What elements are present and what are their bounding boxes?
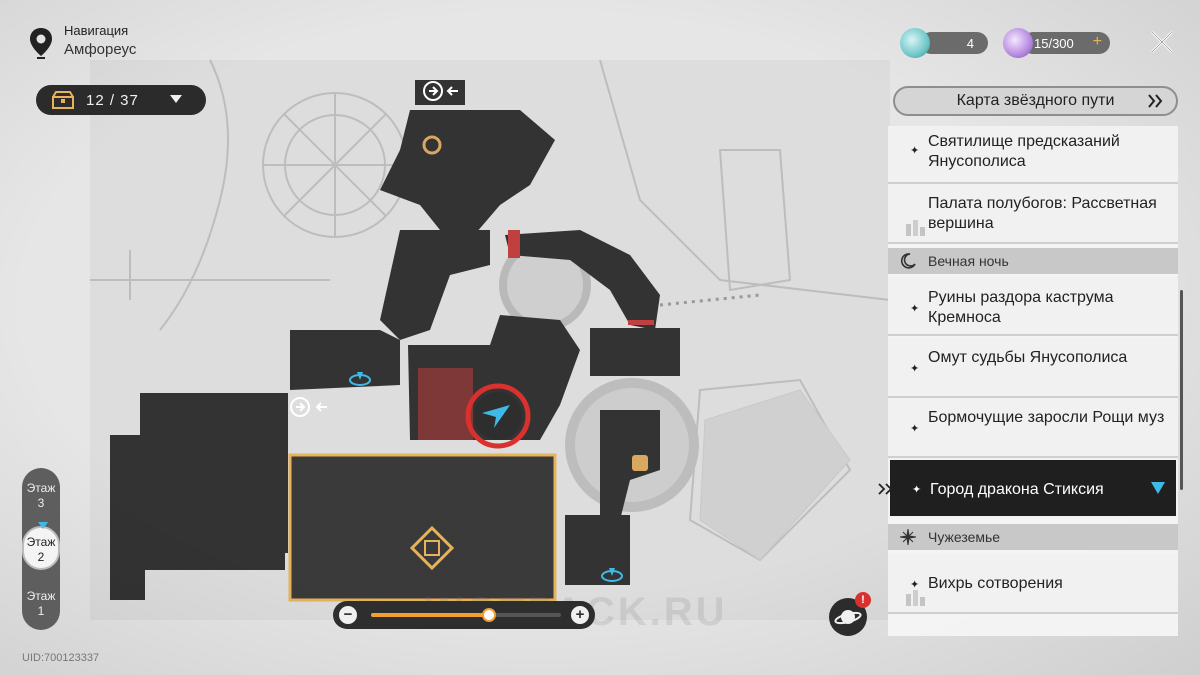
stamina-resource-pill[interactable]: 15/300 + bbox=[1022, 32, 1110, 54]
location-label: Вихрь сотворения bbox=[928, 575, 1063, 592]
section-header-eternal-night: Вечная ночь bbox=[888, 248, 1178, 274]
space-anchor-icon bbox=[601, 568, 623, 582]
notification-badge-icon: ! bbox=[855, 592, 871, 608]
zoom-slider-handle[interactable] bbox=[481, 608, 496, 622]
location-pin-icon bbox=[30, 28, 52, 59]
floor-label: Этаж 2 bbox=[26, 535, 56, 564]
planet-icon bbox=[834, 610, 862, 625]
double-chevron-right-icon bbox=[1148, 94, 1163, 108]
location-label: Палата полубогов: Рассветная вершина bbox=[928, 195, 1157, 232]
location-label: Омут судьбы Янусополиса bbox=[928, 349, 1128, 366]
location-item[interactable]: Палата полубогов: Рассветная вершина bbox=[888, 184, 1178, 244]
location-list: ✦ Святилище предсказаний Янусополиса Пал… bbox=[888, 126, 1178, 636]
add-stamina-icon[interactable]: + bbox=[1092, 33, 1102, 50]
floor-label: Этаж 1 bbox=[26, 589, 56, 618]
floor-selector: Этаж 3 Этаж 2 Этаж 1 bbox=[22, 468, 60, 630]
starburst-icon bbox=[900, 529, 916, 545]
current-floor-marker-icon bbox=[38, 522, 48, 529]
player-location-arrow-icon bbox=[1151, 482, 1165, 494]
section-header-foreign-land: Чужеземье bbox=[888, 524, 1178, 550]
floor-label: Этаж 3 bbox=[26, 481, 56, 510]
treasure-chest-icon bbox=[52, 91, 74, 109]
crescent-moon-icon bbox=[900, 253, 916, 269]
exit-arrow-icon bbox=[290, 397, 327, 417]
treasure-counter-dropdown[interactable]: 12 / 37 bbox=[36, 85, 206, 115]
selected-indicator-icon bbox=[878, 483, 893, 495]
location-list-scrollbar[interactable] bbox=[1180, 290, 1183, 490]
zoom-slider-fill bbox=[371, 613, 489, 617]
zoom-in-button[interactable]: + bbox=[571, 606, 589, 624]
section-header-label: Чужеземье bbox=[928, 529, 1001, 545]
location-item-selected[interactable]: ✦ Город дракона Стиксия bbox=[888, 458, 1178, 518]
location-thumbnail-icon bbox=[906, 220, 925, 236]
location-item[interactable]: ✦ Бормочущие заросли Рощи муз bbox=[888, 398, 1178, 458]
domain-diamond-icon bbox=[409, 525, 455, 571]
space-anchor-icon bbox=[349, 372, 371, 386]
star-map-label: Карта звёздного пути bbox=[956, 92, 1115, 109]
navigation-header: Навигация Амфореус bbox=[28, 22, 136, 60]
region-name: Амфореус bbox=[64, 41, 137, 58]
zoom-out-button[interactable]: − bbox=[339, 606, 357, 624]
chevron-down-icon bbox=[170, 95, 182, 103]
zoom-slider-track[interactable] bbox=[371, 608, 561, 622]
floor-2-button[interactable]: Этаж 2 bbox=[22, 522, 60, 570]
player-highlight-ring bbox=[465, 383, 531, 449]
location-label: Бормочущие заросли Рощи муз bbox=[928, 409, 1165, 426]
stamina-resource-value: 15/300 bbox=[1034, 35, 1074, 51]
orb-currency-icon bbox=[900, 28, 930, 58]
stamina-currency-icon bbox=[1003, 28, 1033, 58]
player-arrow-icon bbox=[482, 405, 510, 428]
location-item[interactable]: ✦ Руины раздора каструма Кремноса bbox=[888, 276, 1178, 336]
player-uid: UID:700123337 bbox=[22, 652, 100, 664]
orb-resource-pill[interactable]: 4 bbox=[920, 32, 988, 54]
location-item[interactable]: ✦ Вихрь сотворения bbox=[888, 554, 1178, 614]
zoom-control: − + bbox=[333, 601, 595, 629]
orb-resource-value: 4 bbox=[966, 35, 974, 51]
close-icon[interactable] bbox=[1148, 28, 1176, 56]
floor-3-button[interactable]: Этаж 3 bbox=[22, 474, 60, 518]
puzzle-icon bbox=[632, 455, 648, 471]
mechanism-icon bbox=[422, 135, 442, 155]
floor-1-button[interactable]: Этаж 1 bbox=[22, 582, 60, 626]
location-item[interactable]: ✦ Святилище предсказаний Янусополиса bbox=[888, 126, 1178, 184]
location-label: Город дракона Стиксия bbox=[930, 481, 1104, 498]
location-label: Святилище предсказаний Янусополиса bbox=[928, 133, 1120, 170]
treasure-count: 12 / 37 bbox=[86, 91, 139, 109]
location-item[interactable]: ✦ Омут судьбы Янусополиса bbox=[888, 338, 1178, 398]
exit-arrow-icon bbox=[423, 81, 458, 101]
navigation-label: Навигация bbox=[64, 23, 129, 38]
star-map-button[interactable]: Карта звёздного пути bbox=[893, 86, 1178, 116]
section-header-label: Вечная ночь bbox=[928, 253, 1009, 269]
location-label: Руины раздора каструма Кремноса bbox=[928, 289, 1114, 326]
location-thumbnail-icon bbox=[906, 590, 925, 606]
